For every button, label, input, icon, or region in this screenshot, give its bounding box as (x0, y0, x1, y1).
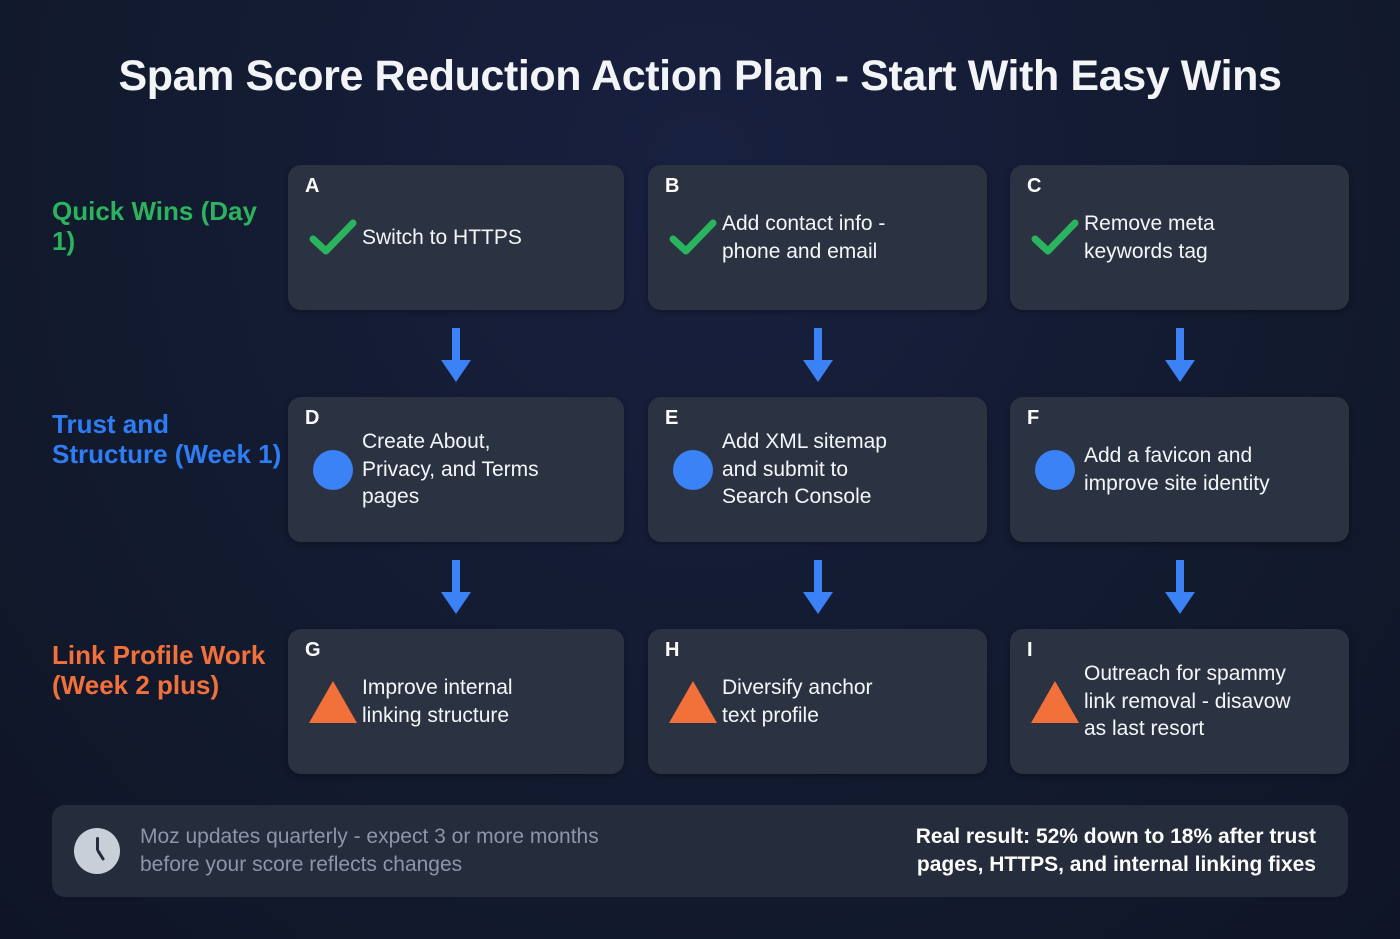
card-text-c: Remove meta keywords tag (1084, 211, 1215, 263)
card-letter-a: A (305, 175, 320, 197)
card-text-a: Switch to HTTPS (362, 225, 522, 249)
check-icon (664, 218, 722, 258)
card-d[interactable]: D Create About, Privacy, and Terms pages (288, 397, 624, 542)
footer-note: Moz updates quarterly - expect 3 or more… (140, 824, 599, 876)
card-b[interactable]: B Add contact info - phone and email (648, 165, 987, 310)
arrow-down-e-h (801, 558, 835, 616)
card-text-f: Add a favicon and improve site identity (1084, 443, 1270, 495)
row-label-trust-structure: Trust and Structure (Week 1) (52, 409, 282, 469)
card-i[interactable]: I Outreach for spammy link removal - dis… (1010, 629, 1349, 774)
card-text-b: Add contact info - phone and email (722, 211, 886, 263)
circle-icon (664, 449, 722, 490)
card-text-g: Improve internal linking structure (362, 675, 513, 727)
row-label-link-profile: Link Profile Work (Week 2 plus) (52, 640, 266, 700)
card-e[interactable]: E Add XML sitemap and submit to Search C… (648, 397, 987, 542)
footer-result: Real result: 52% down to 18% after trust… (915, 824, 1316, 876)
card-text-i: Outreach for spammy link removal - disav… (1084, 661, 1291, 741)
check-icon (1026, 218, 1084, 258)
card-letter-b: B (665, 175, 680, 197)
card-a[interactable]: A Switch to HTTPS (288, 165, 624, 310)
arrow-down-f-i (1163, 558, 1197, 616)
triangle-icon (1026, 680, 1084, 723)
page-title: Spam Score Reduction Action Plan - Start… (118, 52, 1282, 100)
footer-bar: Moz updates quarterly - expect 3 or more… (52, 805, 1348, 897)
check-icon (304, 218, 362, 258)
triangle-icon (304, 680, 362, 723)
card-letter-d: D (305, 407, 320, 429)
arrow-down-d-g (439, 558, 473, 616)
card-text-d: Create About, Privacy, and Terms pages (362, 429, 539, 509)
card-text-e: Add XML sitemap and submit to Search Con… (722, 429, 887, 509)
circle-icon (1026, 449, 1084, 490)
card-text-h: Diversify anchor text profile (722, 675, 873, 727)
card-letter-g: G (305, 639, 321, 661)
triangle-icon (664, 680, 722, 723)
card-f[interactable]: F Add a favicon and improve site identit… (1010, 397, 1349, 542)
row-label-quick-wins: Quick Wins (Day 1) (52, 196, 257, 256)
circle-icon (304, 449, 362, 490)
card-letter-h: H (665, 639, 680, 661)
card-c[interactable]: C Remove meta keywords tag (1010, 165, 1349, 310)
card-letter-i: I (1027, 639, 1033, 661)
arrow-down-b-e (801, 326, 835, 384)
card-letter-c: C (1027, 175, 1042, 197)
arrow-down-a-d (439, 326, 473, 384)
card-g[interactable]: G Improve internal linking structure (288, 629, 624, 774)
card-h[interactable]: H Diversify anchor text profile (648, 629, 987, 774)
arrow-down-c-f (1163, 326, 1197, 384)
card-letter-f: F (1027, 407, 1040, 429)
clock-icon (74, 828, 120, 874)
card-letter-e: E (665, 407, 679, 429)
